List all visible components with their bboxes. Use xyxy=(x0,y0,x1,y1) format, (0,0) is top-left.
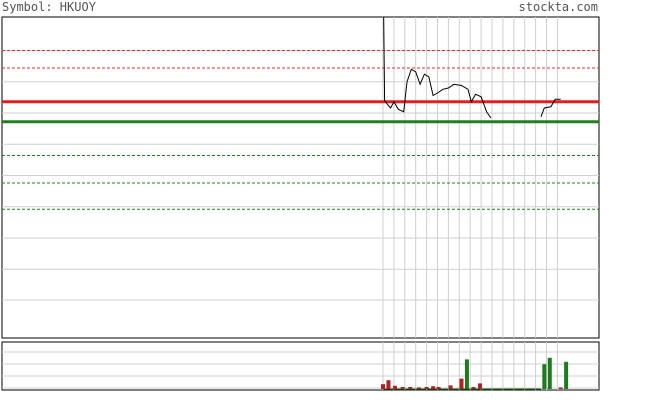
volume-bar xyxy=(471,387,476,389)
price-line xyxy=(383,17,492,119)
volume-bar xyxy=(386,380,391,389)
volume-bar xyxy=(392,385,397,389)
volume-bar xyxy=(459,378,464,389)
volume-bar xyxy=(542,364,547,389)
volume-bar xyxy=(381,384,385,389)
symbol-label: Symbol: HKUOY xyxy=(2,0,97,14)
volume-bar xyxy=(416,387,421,389)
volume-bar xyxy=(408,387,413,389)
price-line xyxy=(540,98,561,117)
brand-label: stockta.com xyxy=(519,0,598,14)
price-panel xyxy=(1,16,600,339)
volume-bar xyxy=(400,387,405,389)
volume-bar xyxy=(448,385,453,389)
volume-bar xyxy=(558,387,563,389)
volume-bar xyxy=(464,359,469,389)
volume-frame xyxy=(1,341,600,391)
volume-bar xyxy=(431,386,436,389)
volume-bar xyxy=(436,387,441,389)
volume-bar xyxy=(478,383,483,389)
volume-bar xyxy=(424,387,429,389)
volume-bar xyxy=(547,357,552,389)
volume-bar xyxy=(564,361,569,389)
volume-panel xyxy=(1,341,600,391)
price-frame xyxy=(1,16,600,339)
